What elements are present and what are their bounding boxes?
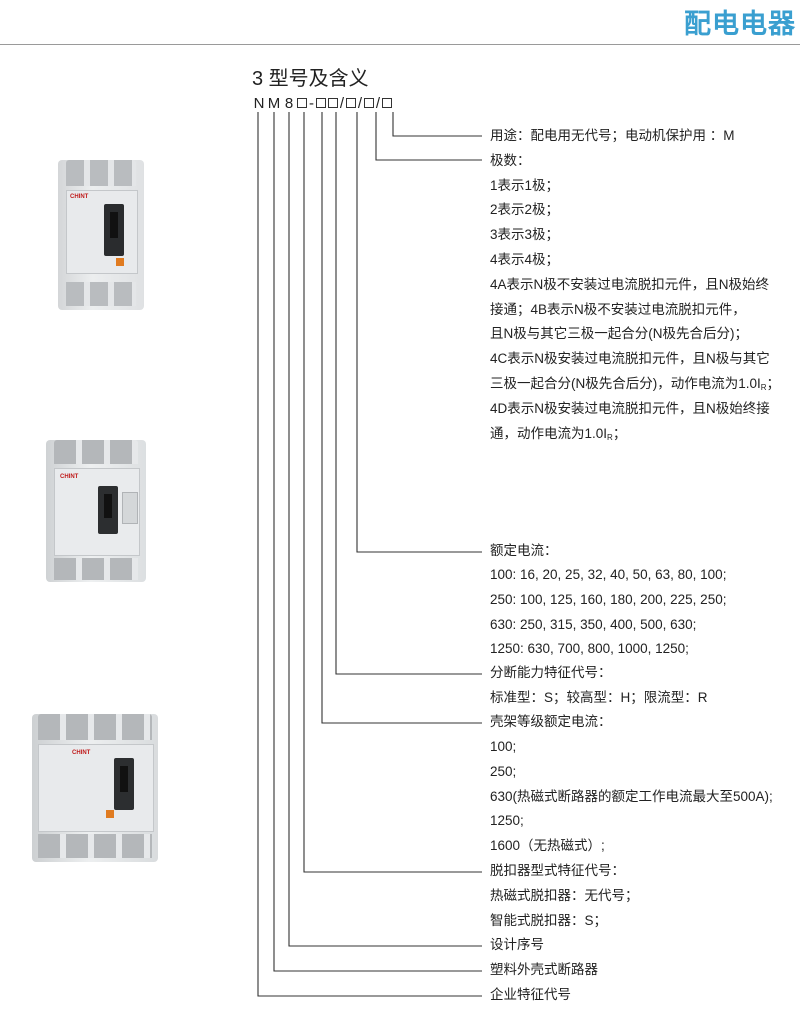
model-dash: - xyxy=(309,94,314,112)
page-header-title: 配电电器 xyxy=(684,9,796,39)
brand-logo: CHINT xyxy=(72,750,91,756)
desc-pole-4b: 且N极与其它三极一起合分(N极先合后分)； xyxy=(490,326,748,341)
breaker-photo-2: CHINT xyxy=(46,440,146,582)
desc-breaking-types: 标准型：S；较高型：H；限流型：R xyxy=(490,690,708,705)
desc-pole-4d-line2: 通，动作电流为1.0IR； xyxy=(490,422,626,451)
desc-frame-630: 630(热磁式断路器的额定工作电流最大至500A); xyxy=(490,789,773,804)
model-box-breaking xyxy=(328,98,338,108)
desc-design-no: 设计序号 xyxy=(490,937,544,952)
brand-logo: CHINT xyxy=(70,194,89,200)
desc-rc-630: 630: 250, 315, 350, 400, 500, 630; xyxy=(490,617,697,632)
model-char-m: M xyxy=(267,94,281,112)
model-char-8: 8 xyxy=(284,94,294,112)
desc-pole-4d-subscript: R xyxy=(607,433,613,442)
desc-release-smart: 智能式脱扣器：S； xyxy=(490,913,608,928)
model-char-n: N xyxy=(253,94,265,112)
desc-pole-4d-end: ； xyxy=(612,426,627,441)
model-box-usage xyxy=(382,98,392,108)
desc-pole-4a-line2: 接通；4B表示N极不安装过电流脱扣元件， xyxy=(490,302,746,317)
desc-rated-current: 额定电流： xyxy=(490,543,558,558)
breaker-photo-3: CHINT xyxy=(32,714,158,862)
desc-release-thermal: 热磁式脱扣器：无代号； xyxy=(490,888,639,903)
desc-rc-1250: 1250: 630, 700, 800, 1000, 1250; xyxy=(490,641,689,656)
desc-pole-2: 2表示2极； xyxy=(490,202,560,217)
desc-frame-100: 100; xyxy=(490,739,517,754)
model-slash-1: / xyxy=(339,94,345,112)
desc-release: 脱扣器型式特征代号： xyxy=(490,863,625,878)
desc-frame-1250: 1250; xyxy=(490,813,524,828)
model-box-frame xyxy=(316,98,326,108)
desc-pole-1: 1表示1极； xyxy=(490,178,560,193)
model-box-release xyxy=(297,98,307,108)
desc-pole-4c-line1: 4C表示N极安装过电流脱扣元件，且N极与其它 xyxy=(490,351,770,366)
desc-pole-4c-line2: 三极一起合分(N极先合后分)，动作电流为1.0IR； xyxy=(490,372,780,401)
desc-breaking: 分断能力特征代号： xyxy=(490,665,612,680)
brand-logo: CHINT xyxy=(60,474,79,480)
header-divider xyxy=(0,44,800,45)
desc-pole-4d-text: 通，动作电流为1.0I xyxy=(490,426,608,441)
desc-frame: 壳架等级额定电流： xyxy=(490,714,612,729)
desc-company: 企业特征代号 xyxy=(490,987,571,1002)
desc-frame-250: 250; xyxy=(490,764,517,779)
desc-poles: 极数： xyxy=(490,153,531,168)
desc-pole-4a-line1: 4A表示N极不安装过电流脱扣元件，且N极始终 xyxy=(490,277,770,292)
desc-usage: 用途：配电用无代号；电动机保护用 ：M xyxy=(490,128,735,143)
model-box-poles xyxy=(364,98,374,108)
section-title: 3 型号及含义 xyxy=(252,68,369,90)
desc-mccb: 塑料外壳式断路器 xyxy=(490,962,598,977)
model-slash-2: / xyxy=(357,94,363,112)
desc-pole-4c-end: ； xyxy=(766,376,781,391)
desc-rc-250: 250: 100, 125, 160, 180, 200, 225, 250; xyxy=(490,592,727,607)
model-box-current xyxy=(346,98,356,108)
desc-pole-4c-subscript: R xyxy=(760,383,767,392)
desc-pole-3: 3表示3极； xyxy=(490,227,560,242)
model-slash-3: / xyxy=(375,94,381,112)
breaker-photo-1: CHINT xyxy=(58,160,144,310)
desc-pole-4c-text: 三极一起合分(N极先合后分)，动作电流为1.0I xyxy=(490,376,761,391)
desc-pole-4d-line1: 4D表示N极安装过电流脱扣元件，且N极始终接 xyxy=(490,401,770,416)
desc-frame-1600: 1600（无热磁式）; xyxy=(490,838,605,853)
model-code: N M 8 - / / / xyxy=(252,93,393,113)
desc-rc-100: 100: 16, 20, 25, 32, 40, 50, 63, 80, 100… xyxy=(490,567,727,582)
desc-pole-4: 4表示4极； xyxy=(490,252,560,267)
